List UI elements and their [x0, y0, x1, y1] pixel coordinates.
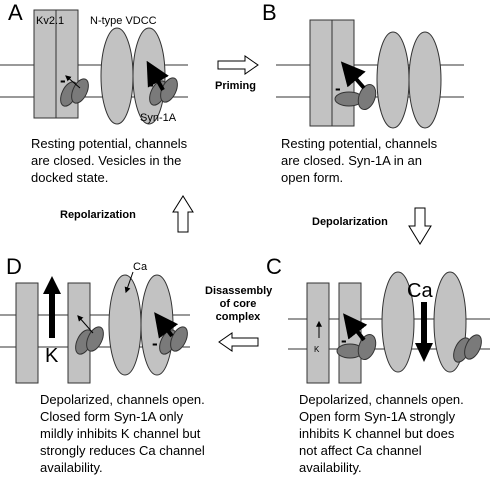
vdcc-subunit	[376, 31, 410, 129]
k-ion-label: K	[314, 345, 320, 354]
inhibition-arrow	[154, 312, 179, 339]
vdcc-subunit	[408, 31, 442, 129]
vdcc-subunit	[108, 274, 142, 376]
minus-sign: -	[60, 71, 66, 90]
ca-influx-arrowhead	[415, 343, 433, 362]
minus-sign: -	[335, 79, 341, 98]
repolarization-arrow	[172, 195, 194, 233]
ca-influx-arrow	[124, 271, 134, 294]
vdcc-subunit	[381, 271, 415, 373]
ca-label: Ca	[133, 261, 148, 273]
panel-d-letter: D	[6, 254, 22, 279]
minus-sign: -	[152, 334, 158, 353]
syntaxin-domain	[464, 334, 482, 360]
disassembly-label: Disassembly of core complex	[205, 285, 273, 323]
vdcc-subunit	[100, 27, 134, 125]
repolarization-label: Repolarization	[60, 209, 136, 221]
depolarization-arrow	[408, 207, 432, 245]
panel-b: B -	[262, 0, 464, 129]
kv-channel-subunit	[15, 282, 39, 384]
disassembly-arrow	[218, 332, 259, 352]
panel-b-letter: B	[262, 0, 277, 25]
panel-a: A Kv2.1 N-type VDCC - - Syn-1A	[0, 0, 188, 125]
panel-c: C K Ca -	[266, 254, 490, 384]
k-efflux-arrowhead	[43, 276, 61, 294]
inhibition-arrow	[65, 75, 81, 89]
depolarization-label: Depolarization	[312, 216, 388, 228]
priming-label: Priming	[215, 80, 256, 92]
panel-a-caption: Resting potential, channels are closed. …	[31, 136, 188, 185]
panel-b-caption: Resting potential, channels are closed. …	[281, 136, 438, 185]
k-ion-label: K	[45, 345, 59, 367]
minus-sign: -	[341, 331, 347, 350]
ca-ion-label: Ca	[407, 280, 433, 302]
inhibition-arrow	[77, 315, 94, 334]
panel-a-letter: A	[8, 0, 23, 25]
syntaxin-domain	[357, 83, 377, 111]
kv-channel-subunit	[306, 282, 330, 384]
priming-arrow	[217, 55, 259, 75]
kv21-label: Kv2.1	[36, 15, 64, 27]
panel-d-caption: Depolarized, channels open. Closed form …	[40, 392, 205, 475]
inhibition-arrow	[146, 60, 169, 91]
kv-channel-subunit	[309, 19, 333, 127]
panel-c-caption: Depolarized, channels open. Open form Sy…	[299, 392, 464, 475]
vdcc-label: N-type VDCC	[90, 15, 157, 27]
vdcc-subunit	[140, 274, 174, 376]
inhibition-arrow	[340, 61, 366, 90]
panel-c-letter: C	[266, 254, 282, 279]
panel-d: D K Ca -	[0, 254, 190, 384]
inhibition-arrow	[343, 313, 368, 342]
minus-sign: -	[148, 75, 154, 94]
syn1a-label: Syn-1A	[140, 112, 177, 124]
syntaxin-domain	[86, 326, 104, 352]
